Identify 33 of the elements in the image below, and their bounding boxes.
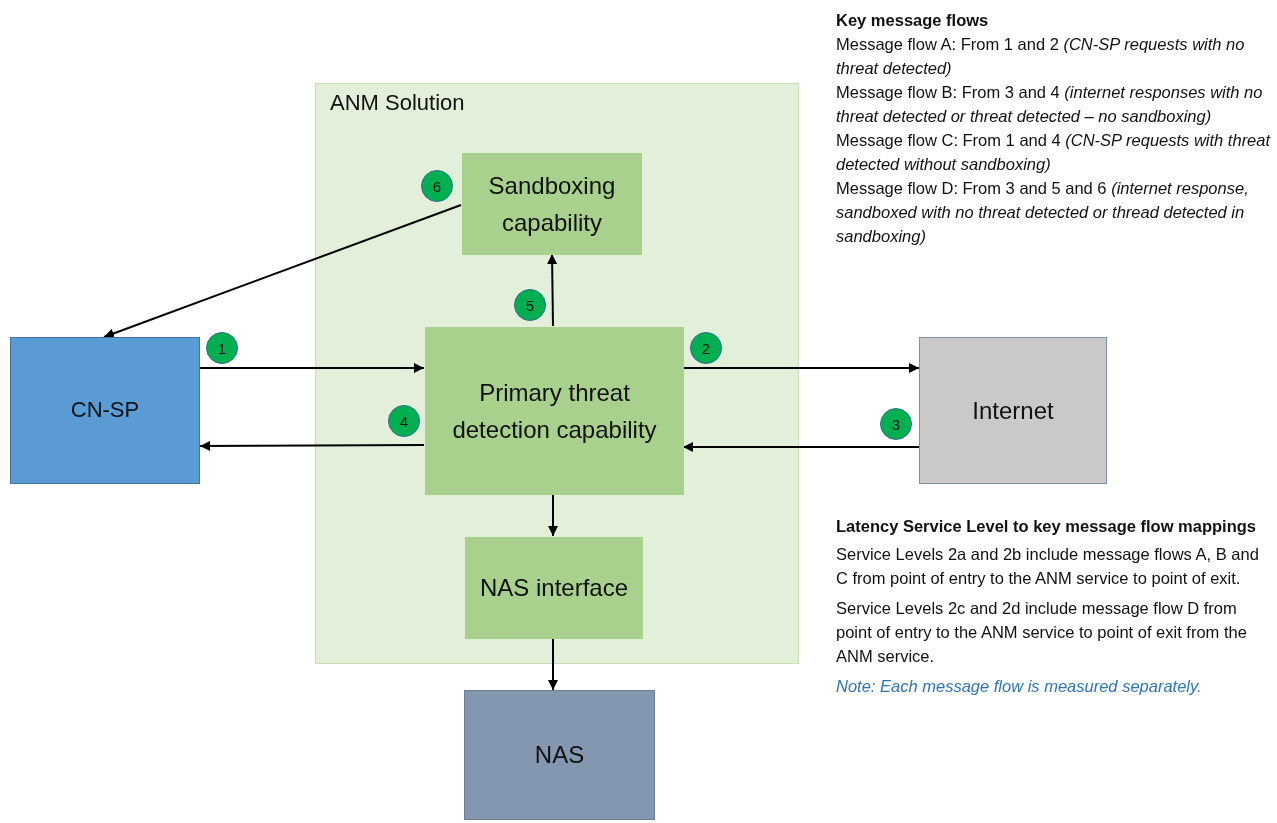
box-label: NAS (533, 740, 586, 771)
box-label: CN-SP (69, 396, 141, 425)
arrow (548, 493, 558, 537)
step-number: 3 (880, 408, 912, 440)
process-box (465, 537, 643, 639)
arrow (682, 363, 920, 373)
section-heading: Key message flows (836, 10, 990, 31)
note-text: Message flow C: From 1 and 4 (CN-SP requests with threat detected without sandboxing) (836, 130, 1272, 175)
arrow (199, 363, 425, 373)
box-label: Internet (971, 395, 1055, 426)
solution-container (315, 83, 799, 664)
note-text: Message flow D: From 3 and 5 and 6 (internet response, sandboxed with no threat detected or thread detected in sandboxing) (836, 178, 1250, 247)
process-box (425, 327, 684, 495)
note-text: Service Levels 2c and 2d include message flow D from point of entry to the ANM service to point of exit from the ANM service. (836, 598, 1248, 667)
arrow (548, 637, 558, 691)
arrow (199, 440, 425, 451)
process-box (919, 337, 1107, 484)
arrow (547, 253, 558, 327)
note-text: Message flow B: From 3 and 4 (internet responses with no threat detected or threat detected – no sandboxing) (836, 82, 1264, 127)
arrow (103, 204, 462, 339)
note-text: Message flow A: From 1 and 2 (CN-SP requests with no threat detected) (836, 34, 1246, 79)
section-heading: Latency Service Level to key message flow mappings (836, 516, 1257, 537)
note-text: Note: Each message flow is measured separately. (836, 676, 1203, 697)
container-title: ANM Solution (330, 90, 465, 116)
step-number: 1 (206, 332, 238, 364)
box-label: Primary threat detection capability (451, 377, 658, 445)
arrow (682, 442, 920, 452)
box-label: NAS interface (478, 573, 630, 604)
process-box (10, 337, 200, 484)
box-label: Sandboxing capability (487, 170, 617, 238)
process-box (464, 690, 655, 820)
process-box (462, 153, 642, 255)
note-text: Service Levels 2a and 2b include message flows A, B and C from point of entry to the ANM service to point of exit. (836, 544, 1260, 589)
